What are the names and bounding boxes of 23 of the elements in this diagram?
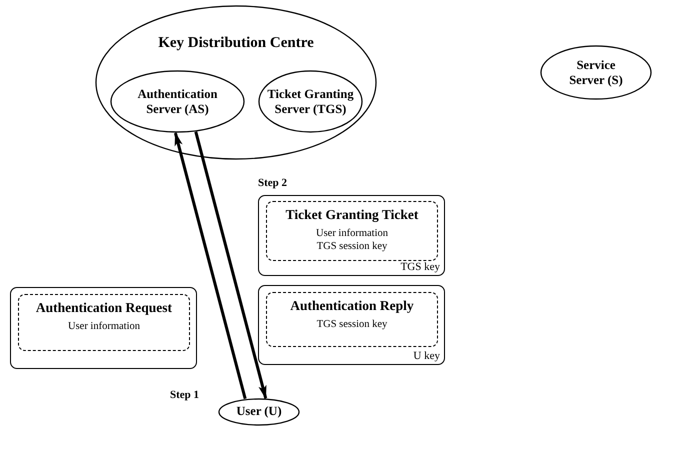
message-box xyxy=(10,287,197,369)
box-heading: Authentication Reply xyxy=(290,298,414,314)
arrow xyxy=(194,131,268,400)
node-label: Service Server (S) xyxy=(568,58,624,88)
box-text: User information TGS session key xyxy=(314,227,390,253)
key-label: TGS key xyxy=(400,261,440,273)
step-label: Step 1 xyxy=(170,389,200,401)
node-label: Authentication Server (AS) xyxy=(136,86,218,116)
message-box xyxy=(258,195,445,276)
dashed-box xyxy=(266,292,438,347)
dashed-box xyxy=(18,294,190,351)
node-label: User (U) xyxy=(236,404,282,419)
box-text: TGS session key xyxy=(316,318,388,331)
box-heading: Authentication Request xyxy=(36,300,172,316)
node-label: Ticket Granting Server (TGS) xyxy=(266,86,355,116)
arrow xyxy=(174,132,247,400)
dashed-box xyxy=(266,201,438,261)
box-heading: Ticket Granting Ticket xyxy=(286,207,418,223)
group-title: Key Distribution Centre xyxy=(158,35,314,52)
key-label: U key xyxy=(413,350,440,362)
message-box xyxy=(258,285,445,365)
step-label: Step 2 xyxy=(258,177,288,189)
box-text: User information xyxy=(68,320,140,333)
